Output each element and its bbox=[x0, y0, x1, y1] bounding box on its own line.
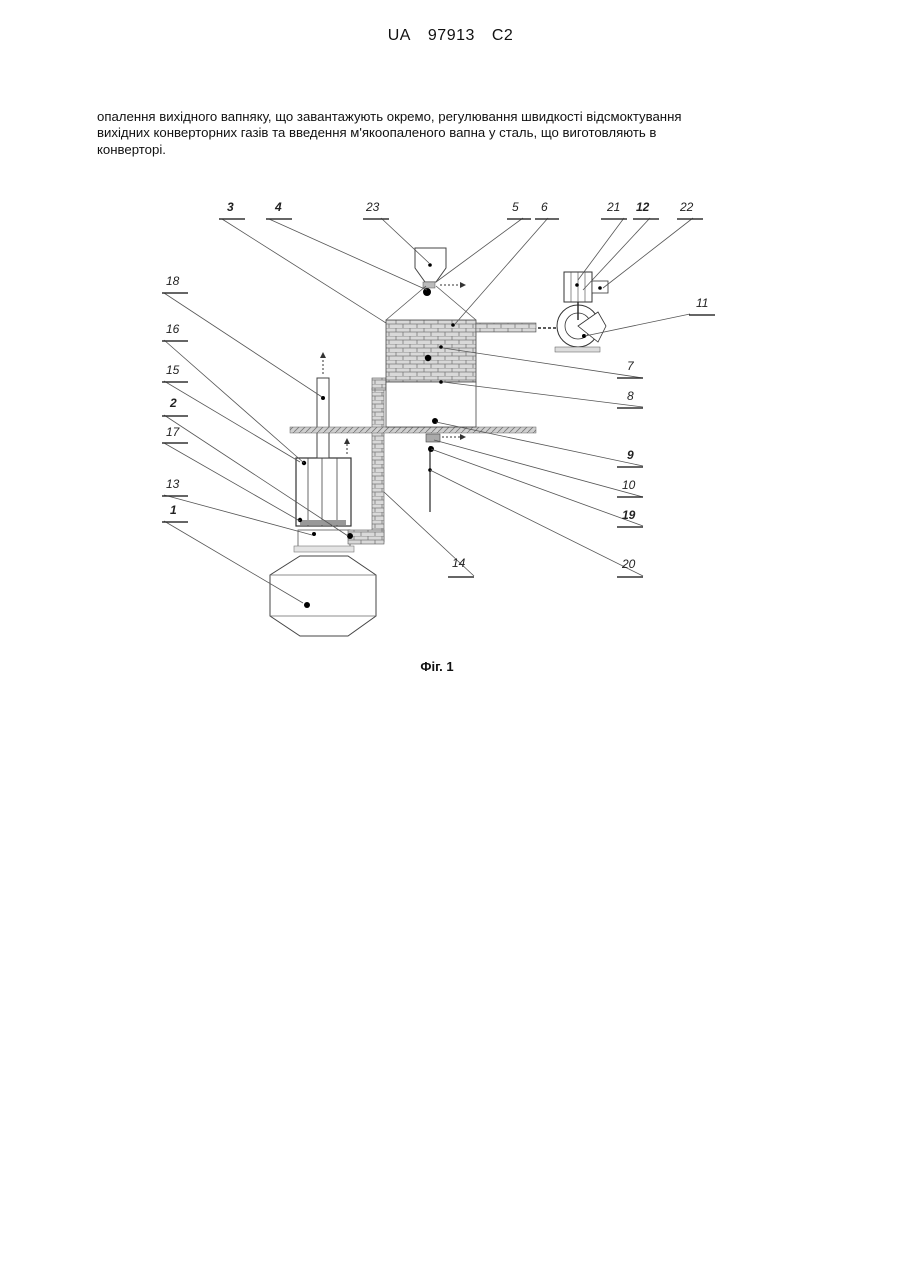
label-19: 19 bbox=[622, 508, 636, 522]
label-10: 10 bbox=[622, 478, 636, 492]
label-12: 12 bbox=[636, 200, 650, 214]
label-17: 17 bbox=[166, 425, 181, 439]
label-8: 8 bbox=[627, 389, 634, 403]
exhaust-stack bbox=[317, 352, 350, 458]
label-13: 13 bbox=[166, 477, 180, 491]
lime-kiln bbox=[386, 320, 536, 427]
hood-chamber bbox=[296, 458, 351, 536]
label-7: 7 bbox=[627, 359, 635, 373]
label-9: 9 bbox=[627, 448, 634, 462]
converter-vessel bbox=[270, 530, 376, 636]
figure-caption: Фіг. 1 bbox=[397, 659, 477, 674]
label-18: 18 bbox=[166, 274, 180, 288]
label-20: 20 bbox=[621, 557, 636, 571]
label-1: 1 bbox=[170, 503, 177, 517]
label-15: 15 bbox=[166, 363, 180, 377]
label-11: 11 bbox=[696, 296, 708, 310]
label-23: 23 bbox=[365, 200, 380, 214]
label-22: 22 bbox=[679, 200, 694, 214]
label-5: 5 bbox=[512, 200, 519, 214]
label-21: 21 bbox=[606, 200, 620, 214]
label-6: 6 bbox=[541, 200, 548, 214]
exhaust-fan bbox=[538, 272, 608, 352]
label-14: 14 bbox=[452, 556, 466, 570]
label-16: 16 bbox=[166, 322, 180, 336]
brick-duct bbox=[347, 378, 386, 544]
floor-slab bbox=[290, 427, 536, 433]
lime-hopper bbox=[386, 248, 476, 320]
label-4: 4 bbox=[274, 200, 282, 214]
label-3: 3 bbox=[227, 200, 234, 214]
figure-1-diagram: 3 4 23 5 6 21 12 22 11 7 8 9 10 19 20 14… bbox=[0, 0, 901, 700]
label-2: 2 bbox=[169, 396, 177, 410]
lime-feeder bbox=[426, 434, 466, 512]
